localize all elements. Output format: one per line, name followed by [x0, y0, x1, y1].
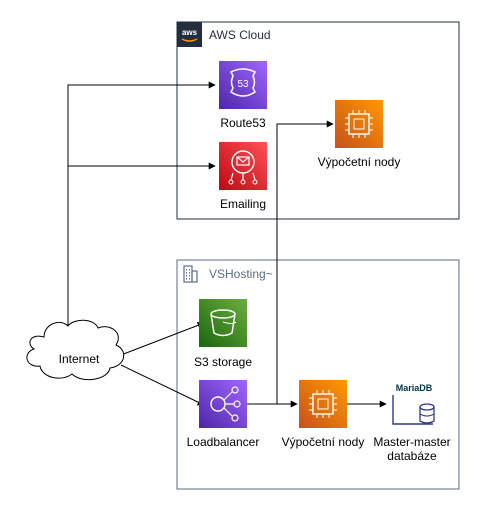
- edge-internet-s3: [120, 322, 205, 356]
- internet-label: Internet: [59, 352, 100, 366]
- route53-node[interactable]: 53 Route53: [219, 61, 267, 130]
- ec2-chip-icon: [335, 100, 383, 148]
- svg-text:aws: aws: [182, 28, 198, 37]
- svg-text:MariaDB: MariaDB: [396, 383, 433, 393]
- compute-vs-label: Výpočetní nody: [282, 435, 365, 449]
- mariadb-icon: MariaDB: [390, 380, 438, 428]
- compute-aws-label: Výpočetní nody: [318, 155, 401, 169]
- aws-cloud-group: aws AWS Cloud: [176, 21, 460, 220]
- db-node[interactable]: MariaDB Master-master databáze: [373, 380, 451, 463]
- db-label-line1: Master-master: [373, 435, 450, 449]
- aws-cloud-title: AWS Cloud: [209, 28, 271, 42]
- edge-lb-compute-aws: [247, 120, 334, 405]
- loadbalancer-node[interactable]: Loadbalancer: [187, 380, 260, 449]
- edge-internet-lb: [120, 364, 205, 406]
- s3-label: S3 storage: [194, 355, 252, 369]
- elb-icon: [199, 380, 247, 428]
- vshosting-group: VSHosting~: [176, 259, 460, 490]
- compute-aws-node[interactable]: Výpočetní nody: [318, 100, 401, 169]
- svg-text:53: 53: [237, 79, 249, 90]
- s3-node[interactable]: S3 storage: [194, 299, 252, 369]
- compute-vs-node[interactable]: Výpočetní nody: [282, 380, 365, 449]
- vshosting-title: VSHosting~: [209, 267, 273, 281]
- aws-logo-icon: aws: [177, 22, 202, 47]
- ec2-chip-icon: [299, 380, 347, 428]
- db-label-line2: databáze: [387, 449, 437, 463]
- route53-label: Route53: [220, 116, 266, 130]
- internet-node[interactable]: Internet: [26, 319, 125, 381]
- emailing-label: Emailing: [220, 197, 266, 211]
- route53-icon: 53: [219, 61, 267, 109]
- edge-internet-route53: [67, 81, 216, 326]
- loadbalancer-label: Loadbalancer: [187, 435, 260, 449]
- ses-email-icon: [219, 142, 267, 190]
- building-icon: [178, 261, 202, 285]
- connectors: [67, 81, 387, 408]
- cloud-icon: [26, 319, 125, 381]
- emailing-node[interactable]: Emailing: [219, 142, 267, 211]
- s3-bucket-icon: [199, 299, 247, 347]
